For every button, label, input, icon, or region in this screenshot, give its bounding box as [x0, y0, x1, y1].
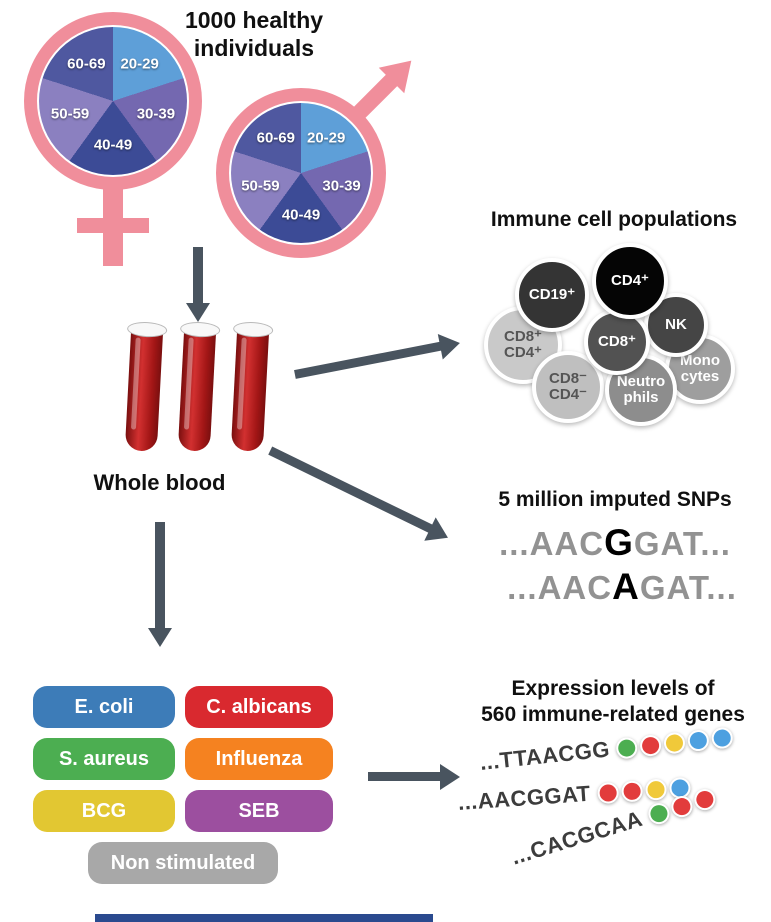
expression-title-line2: 560 immune-related genes	[481, 702, 745, 726]
arrow-blood-to-snps	[264, 439, 454, 550]
expression-bead	[615, 735, 639, 760]
male-arrow	[352, 47, 425, 120]
seq-pre: ...AAC	[499, 525, 605, 562]
cell-label: Neutro phils	[616, 372, 666, 406]
cell-label: Mono cytes	[680, 351, 720, 385]
arrow-shaft	[294, 341, 444, 379]
cell-cd8: CD8⁺	[584, 309, 650, 375]
seq-pre: ...AAC	[507, 569, 613, 606]
arrow-blood-to-cells	[293, 330, 463, 388]
snps-title: 5 million imputed SNPs	[498, 488, 732, 511]
cohort-title: 1000 healthy individuals	[146, 6, 362, 62]
tube-blood	[230, 328, 270, 452]
expression-bead	[668, 793, 695, 820]
pie-label-50-59: 50-59	[241, 177, 280, 195]
expression-title-line1: Expression levels of	[511, 677, 715, 700]
arrow-shaft	[268, 446, 434, 534]
cell-nk: NK	[644, 293, 708, 357]
stimulus-s-aureus: S. aureus	[33, 738, 175, 780]
stimulus-c-albicans: C. albicans	[185, 686, 333, 728]
cell-label: CD19⁺	[528, 285, 576, 303]
gene-expression-row-1: ...TTAACGG	[479, 723, 735, 775]
tube-blood	[124, 328, 164, 452]
expression-bead	[711, 725, 735, 750]
pie-label-20-29: 20-29	[120, 55, 159, 73]
age-pie-female: 20-29 30-39 40-49 50-59 60-69	[39, 27, 187, 175]
expression-bead	[663, 730, 687, 755]
expression-bead	[691, 786, 718, 813]
pie-label-60-69: 60-69	[67, 55, 106, 73]
pie-label-40-49: 40-49	[281, 206, 321, 224]
seq-post: GAT...	[639, 569, 737, 606]
stimulus-influenza: Influenza	[185, 738, 333, 780]
stimulation-conditions: E. coli C. albicans S. aureus Influenza …	[30, 686, 342, 886]
pie-label-40-49: 40-49	[93, 136, 133, 154]
snp-allele-a: A	[612, 566, 640, 607]
arrow-head	[437, 330, 463, 360]
cohort-title-line2: individuals	[193, 35, 315, 62]
stimulus-e-coli: E. coli	[33, 686, 175, 728]
cell-label: CD8⁺	[598, 332, 636, 350]
expression-bead	[687, 728, 711, 752]
arrow-head	[148, 628, 172, 647]
snp-allele-g: G	[604, 522, 634, 563]
female-symbol: 20-29 30-39 40-49 50-59 60-69	[24, 12, 214, 272]
age-pie-male: 20-29 30-39 40-49 50-59 60-69	[231, 103, 371, 243]
whole-blood-label: Whole blood	[93, 470, 226, 495]
arrow-shaft	[368, 772, 442, 781]
expression-bead	[639, 733, 663, 757]
snp-sequence-2: ...AACAGAT...	[462, 566, 771, 608]
arrow-stimuli-to-expression	[368, 764, 460, 790]
pie-label-20-29: 20-29	[307, 129, 346, 147]
stimulus-non-stimulated: Non stimulated	[88, 842, 278, 884]
cell-label: NK	[665, 315, 687, 333]
expression-bead	[620, 779, 644, 803]
pie-label-50-59: 50-59	[50, 105, 90, 123]
blood-tube	[118, 321, 169, 459]
blood-tube	[224, 321, 275, 459]
arrow-head	[186, 303, 210, 322]
snp-sequence-1: ...AACGGAT...	[455, 522, 771, 564]
immune-populations-title: Immune cell populations	[490, 208, 738, 231]
expression-title: Expression levels of 560 immune-related …	[455, 676, 771, 727]
immune-cell-cluster: CD8⁺ CD4⁺ CD19⁺ CD8⁻ CD4⁻ Mono cytes NK …	[468, 243, 770, 441]
female-crossbar	[77, 218, 149, 233]
pie-label-30-39: 30-39	[322, 177, 361, 195]
pie-label-60-69: 60-69	[256, 129, 295, 147]
arrow-head	[440, 764, 460, 790]
expression-bead	[596, 781, 620, 804]
gene-sequence: ...AACGGAT	[457, 780, 592, 815]
gene-sequence: ...TTAACGG	[478, 736, 612, 775]
cell-label: CD4⁺	[611, 271, 649, 289]
cell-cd4: CD4⁺	[592, 243, 668, 319]
arrow-shaft	[193, 247, 203, 303]
tube-blood	[177, 328, 217, 452]
cell-label: CD8⁻ CD4⁻	[549, 369, 587, 403]
seq-post: GAT...	[633, 525, 731, 562]
pie-label-30-39: 30-39	[136, 105, 176, 123]
gene-sequence: ...CACGCAA	[508, 805, 646, 870]
arrow-blood-to-stimuli	[148, 522, 172, 648]
blood-tube	[171, 321, 222, 459]
expression-bead	[645, 800, 672, 827]
arrow-shaft	[155, 522, 165, 628]
arrow-cohort-to-blood	[186, 247, 210, 323]
cell-neutrophils: Neutro phils	[605, 354, 677, 426]
cell-cd19: CD19⁺	[515, 258, 589, 332]
cohort-title-line1: 1000 healthy	[184, 7, 324, 33]
cell-label: CD8⁺ CD4⁺	[504, 327, 542, 361]
bottom-panel-edge	[95, 914, 433, 922]
stimulus-seb: SEB	[185, 790, 333, 832]
blood-tubes	[122, 321, 292, 464]
male-symbol: 20-29 30-39 40-49 50-59 60-69	[216, 47, 476, 273]
stimulus-bcg: BCG	[33, 790, 175, 832]
